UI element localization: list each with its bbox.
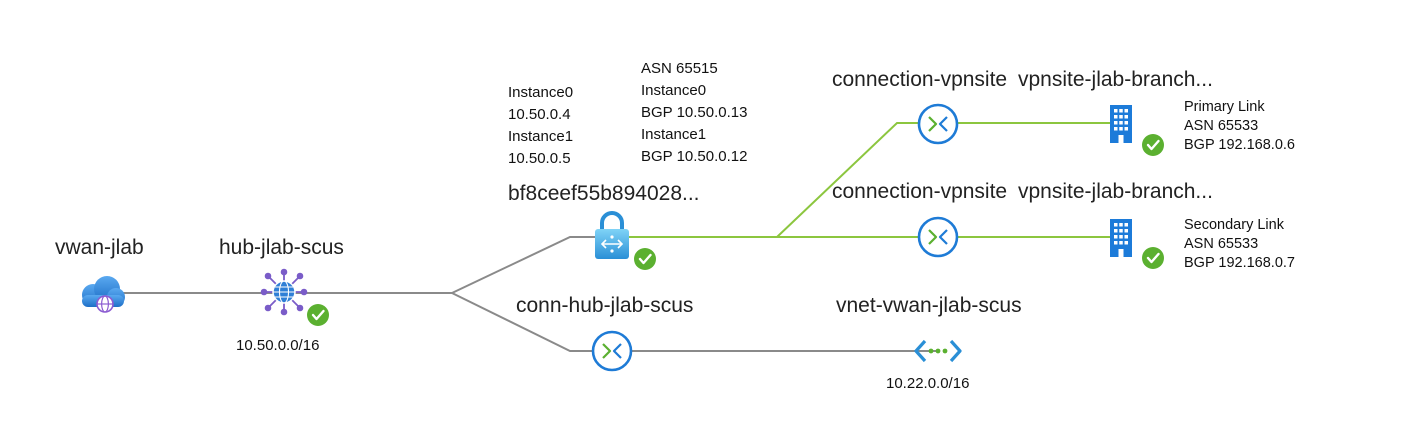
hub-name-label: hub-jlab-scus [219,236,344,259]
hub-network-icon [260,268,308,316]
link-green-upper [776,122,1120,238]
gateway-bgp-line: BGP 10.50.0.13 [641,104,748,121]
gateway-bgp-line: ASN 65515 [641,60,718,77]
gateway-instance-line: Instance0 [508,84,574,101]
link-split-gateway [451,236,612,294]
connection-2-name-label: connection-vpnsite [832,180,1008,203]
connection-icon [591,330,633,372]
vwan-name-label: vwan-jlab [55,236,144,259]
connection-1-node[interactable] [917,103,959,145]
site-2-details: Secondary Link ASN 65533 BGP 192.168.0.7 [1184,216,1295,273]
vwan-node[interactable] [82,276,125,313]
site-1-name-label: vpnsite-jlab-branch... [1018,68,1213,91]
connection-icon [917,216,959,258]
site-2-detail-line: Secondary Link [1184,217,1284,233]
building-icon [1110,105,1132,143]
hub-status-check-icon [307,304,329,326]
gateway-instance-line: 10.50.0.5 [508,150,571,167]
site-1-details: Primary Link ASN 65533 BGP 192.168.0.6 [1184,98,1295,155]
gateway-instance-line: 10.50.0.4 [508,106,571,123]
site-2-name-label: vpnsite-jlab-branch... [1018,180,1213,203]
vnet-name-label: vnet-vwan-jlab-scus [836,294,1022,317]
gateway-name-label: bf8ceef55b894028... [508,182,700,205]
vnet-node[interactable] [914,339,962,363]
gateway-instances-list: Instance0 10.50.0.4 Instance1 10.50.0.5 [508,82,573,170]
vpn-gateway-node[interactable] [595,211,629,259]
gateway-instance-line: Instance1 [508,128,574,145]
gateway-bgp-line: Instance1 [641,126,707,143]
gateway-bgp-line: BGP 10.50.0.12 [641,148,748,165]
conn-hub-node[interactable] [591,330,633,372]
gateway-bgp-list: ASN 65515 Instance0 BGP 10.50.0.13 Insta… [641,58,747,168]
site-2-status-check-icon [1142,247,1164,269]
connection-1-name-label: connection-vpnsite [832,68,1008,91]
site-1-node[interactable] [1110,105,1132,143]
vpn-gateway-lock-icon [595,211,629,259]
site-2-node[interactable] [1110,219,1132,257]
site-1-detail-line: ASN 65533 [1184,118,1259,134]
site-2-detail-line: ASN 65533 [1184,236,1259,252]
site-1-detail-line: BGP 192.168.0.6 [1184,137,1295,153]
site-1-status-check-icon [1142,134,1164,156]
vnet-icon [914,339,962,363]
conn-hub-name-label: conn-hub-jlab-scus [516,294,694,317]
building-icon [1110,219,1132,257]
connection-2-node[interactable] [917,216,959,258]
hub-node[interactable] [260,268,308,316]
site-1-detail-line: Primary Link [1184,99,1265,115]
site-2-detail-line: BGP 192.168.0.7 [1184,255,1295,271]
cloud-globe-icon [82,276,125,313]
gateway-status-check-icon [634,248,656,270]
vnet-prefix-label: 10.22.0.0/16 [886,375,970,392]
links [103,122,1120,352]
gateway-bgp-line: Instance0 [641,82,707,99]
connection-icon [917,103,959,145]
hub-prefix-label: 10.50.0.0/16 [236,337,320,354]
